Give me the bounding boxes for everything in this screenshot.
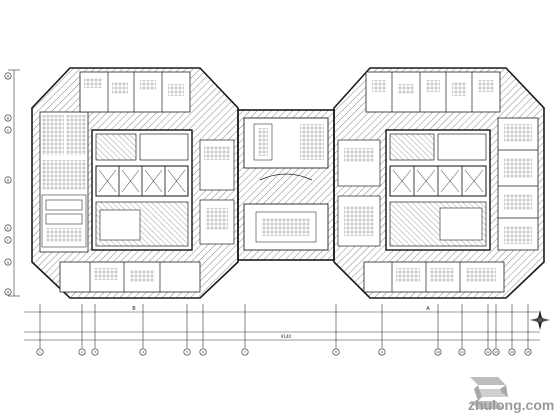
axis-bubble-2 <box>78 348 86 356</box>
bottom-axis-ticks <box>39 304 529 348</box>
axis-bubble-9 <box>378 348 386 356</box>
right-wing <box>333 67 545 299</box>
left-axis-bubbles: A B C D E F G H <box>4 72 12 296</box>
axis-bubble-F <box>4 236 12 244</box>
axis-bubble-11 <box>458 348 466 356</box>
axis-bubble-label: 7 <box>244 350 246 354</box>
axis-bubble-label: G <box>7 260 10 264</box>
axis-bubble-label: 8 <box>335 350 337 354</box>
axis-bubble-label: 15 <box>526 350 530 354</box>
axis-bubble-label: 2 <box>81 350 83 354</box>
overall-dimension: 9140 <box>281 334 292 339</box>
axis-bubble-4 <box>139 348 147 356</box>
zhulong-logo-icon <box>470 377 508 409</box>
axis-bubble-label: 1 <box>39 350 41 354</box>
left-wing <box>31 67 239 299</box>
axis-bubble-label: E <box>7 226 9 230</box>
axis-bubble-label: A <box>7 74 10 78</box>
left-wing-label: B <box>132 306 136 312</box>
axis-bubble-B <box>4 114 12 122</box>
axis-bubble-label: 5 <box>186 350 188 354</box>
watermark-text: zhulong.com <box>468 397 554 413</box>
axis-bubble-label: 10 <box>436 350 440 354</box>
axis-bubble-H <box>4 288 12 296</box>
axis-bubble-label: 3 <box>94 350 96 354</box>
axis-bubble-G <box>4 258 12 266</box>
axis-bubble-label: 14 <box>510 350 514 354</box>
left-axis-grid <box>8 69 20 297</box>
north-arrow-icon <box>530 310 550 330</box>
axis-bubble-label: B <box>7 116 9 120</box>
right-wing-label: A <box>426 306 430 312</box>
axis-bubble-15 <box>524 348 532 356</box>
axis-bubble-label: F <box>7 238 9 242</box>
watermark <box>470 377 508 409</box>
axis-bubble-label: 6 <box>202 350 204 354</box>
axis-bubble-label: C <box>7 128 10 132</box>
axis-bubble-7 <box>241 348 249 356</box>
axis-bubble-3 <box>91 348 99 356</box>
axis-bubble-1 <box>36 348 44 356</box>
axis-bubble-5 <box>183 348 191 356</box>
axis-bubble-label: 13 <box>494 350 498 354</box>
axis-bubble-label: H <box>7 290 10 294</box>
axis-bubble-D <box>4 176 12 184</box>
axis-bubble-A <box>4 72 12 80</box>
axis-bubble-label: 12 <box>486 350 490 354</box>
axis-bubble-10 <box>434 348 442 356</box>
axis-bubble-label: 11 <box>460 350 464 354</box>
axis-bubble-label: D <box>7 178 10 182</box>
axis-bubble-C <box>4 126 12 134</box>
axis-bubble-label: 4 <box>142 350 144 354</box>
axis-bubble-13 <box>492 348 500 356</box>
axis-bubble-E <box>4 224 12 232</box>
axis-bubble-14 <box>508 348 516 356</box>
axis-bubble-6 <box>199 348 207 356</box>
connector-block <box>237 109 335 261</box>
axis-bubble-12 <box>484 348 492 356</box>
axis-bubble-8 <box>332 348 340 356</box>
axis-bubble-label: 9 <box>381 350 383 354</box>
bottom-dimension-lines <box>24 311 540 341</box>
